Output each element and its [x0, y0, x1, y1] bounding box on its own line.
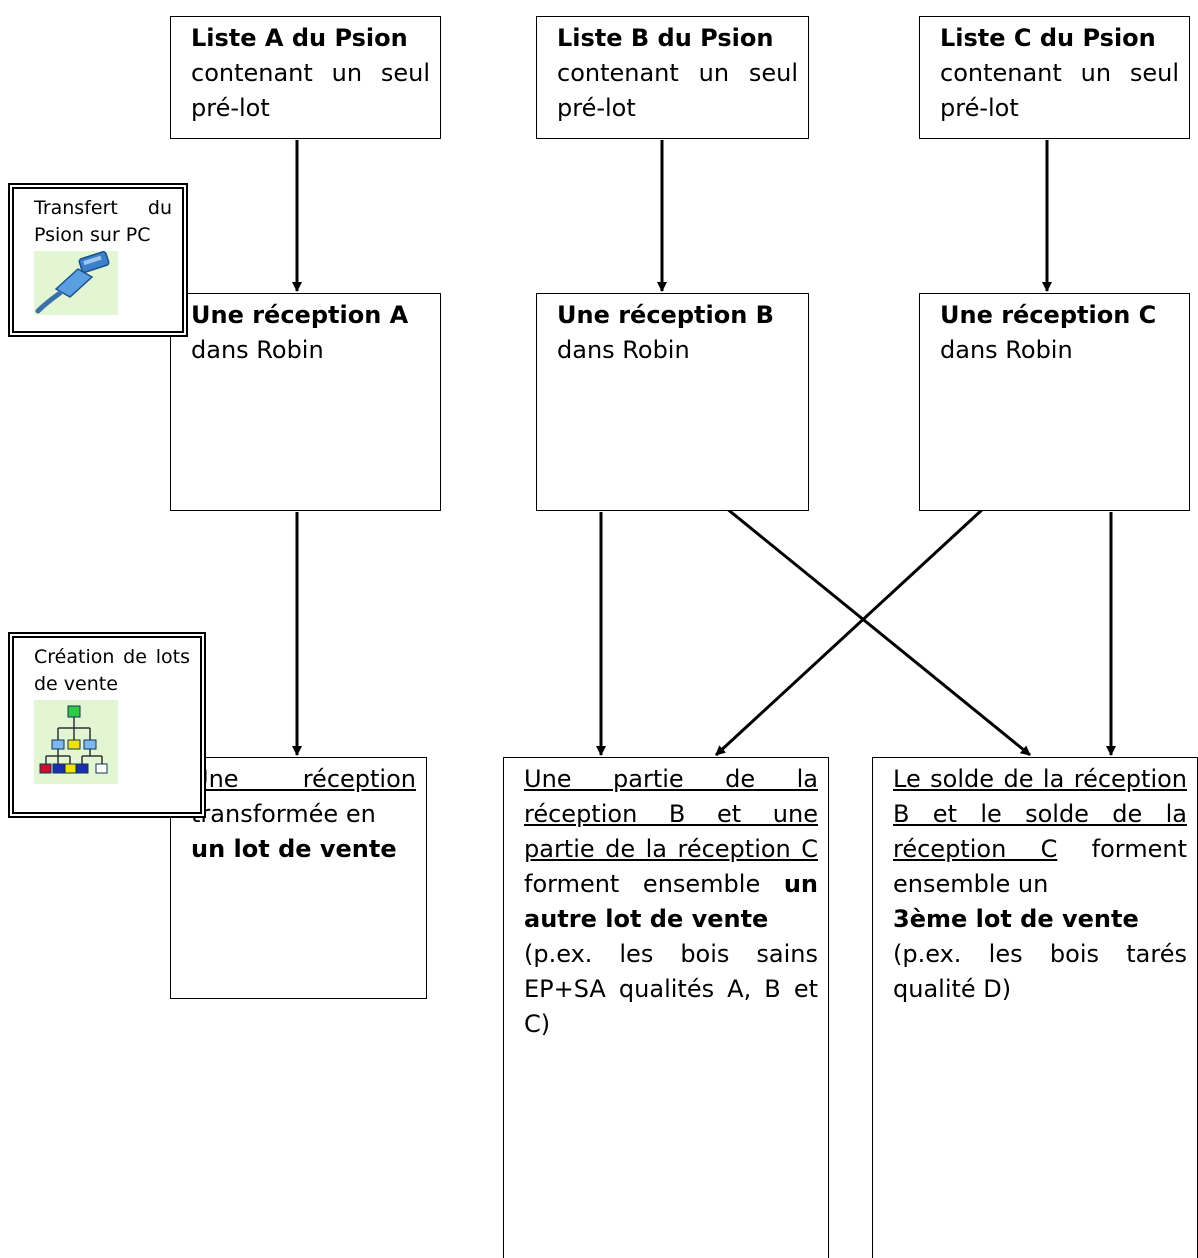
liste-b-text: contenant un seul pré-lot [557, 59, 798, 122]
lot-3-box: Le solde de la réception B et le solde d… [872, 757, 1198, 1258]
reception-c-box: Une réception C dans Robin [919, 293, 1190, 511]
lot-2-bold: un autre lot de vente [524, 870, 818, 933]
creation-label-box: Création de lots de vente [8, 632, 206, 818]
liste-a-title: Liste A du Psion [191, 24, 408, 52]
reception-b-text: dans Robin [557, 336, 690, 364]
lot-3-note: (p.ex. les bois tarés qualité D) [893, 940, 1187, 1003]
liste-c-title: Liste C du Psion [940, 24, 1156, 52]
lot-1-text: transformée en [191, 800, 376, 828]
liste-a-box: Liste A du Psion contenant un seul pré-l… [170, 16, 441, 139]
lot-2-box: Une partie de la réception B et une part… [503, 757, 829, 1258]
reception-a-text: dans Robin [191, 336, 324, 364]
lot-3-underlined: Le solde de la réception B et le solde d… [893, 765, 1187, 863]
liste-c-box: Liste C du Psion contenant un seul pré-l… [919, 16, 1190, 139]
lot-2-text: forment ensemble [524, 870, 761, 898]
lot-3-text: forment ensemble un [893, 835, 1187, 898]
transfert-label-box: Transfert du Psion sur PC [8, 183, 188, 337]
lot-2-note: (p.ex. les bois sains EP+SA qualités A, … [524, 940, 818, 1038]
liste-c-text: contenant un seul pré-lot [940, 59, 1179, 122]
usb-cable-icon [34, 251, 118, 315]
reception-c-text: dans Robin [940, 336, 1073, 364]
reception-b-title: Une réception B [557, 301, 774, 329]
liste-b-box: Liste B du Psion contenant un seul pré-l… [536, 16, 809, 139]
creation-label: Création de lots de vente [34, 646, 190, 695]
hierarchy-tree-icon [34, 700, 118, 784]
lot-1-bold: un lot de vente [191, 835, 397, 863]
arrow-reception-b-to-lot-3 [725, 506, 1031, 757]
lot-1-box: Une réception transformée en un lot de v… [170, 757, 427, 999]
reception-a-title: Une réception A [191, 301, 409, 329]
lot-3-bold: 3ème lot de vente [893, 905, 1139, 933]
transfert-label: Transfert du Psion sur PC [34, 197, 172, 246]
arrow-reception-c-to-lot-2 [714, 506, 986, 757]
reception-c-title: Une réception C [940, 301, 1157, 329]
lot-1-underlined: Une réception [191, 765, 416, 793]
lot-2-underlined: Une partie de la réception B et une part… [524, 765, 818, 863]
liste-b-title: Liste B du Psion [557, 24, 774, 52]
liste-a-text: contenant un seul pré-lot [191, 59, 430, 122]
reception-a-box: Une réception A dans Robin [170, 293, 441, 511]
reception-b-box: Une réception B dans Robin [536, 293, 809, 511]
